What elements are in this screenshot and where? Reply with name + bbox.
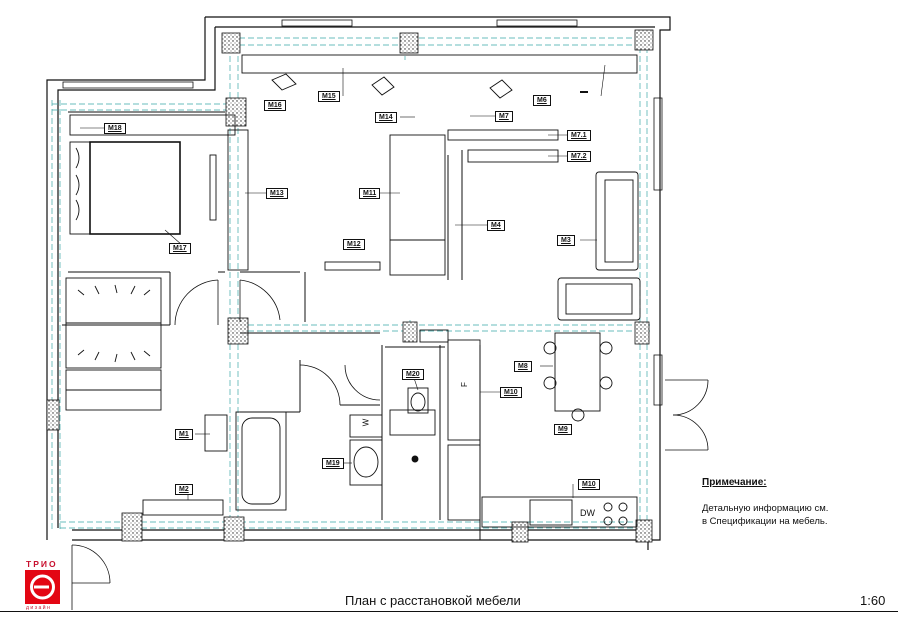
tag-m19: M19 [322,458,344,469]
tag-m11: M11 [359,188,381,199]
logo-mark [25,570,60,604]
tag-m18: M18 [104,123,126,134]
washer-label: W [361,418,371,427]
bathroom-fixtures [142,329,449,516]
outer-walls [46,16,671,550]
tag-m13: M13 [266,188,288,199]
tag-m7-1: M7.1 [567,130,591,141]
windows [62,19,663,406]
tag-m9: M9 [554,424,572,435]
tag-m10-kitchen: M10 [500,387,522,398]
logo-subtitle: дизайн [26,605,52,611]
tag-m4: M4 [487,220,505,231]
tag-m7-2: M7.2 [567,151,591,162]
tag-m8: M8 [514,361,532,372]
tag-m17: M17 [169,243,191,254]
tag-m6: M6 [533,95,551,106]
tag-m10-worktop: M10 [578,479,600,490]
tag-m14: M14 [375,112,397,123]
tag-m16: M16 [264,100,286,111]
tag-m3: M3 [557,235,575,246]
logo-name: ТРИО [26,559,58,569]
tag-m1: M1 [175,429,193,440]
sheet-scale: 1:60 [860,593,886,608]
sheet-title: План с расстановкой мебели [345,593,521,608]
dining-furniture [543,332,613,422]
title-rule [0,611,898,612]
fridge-label: F [459,382,469,387]
dishwasher-label: DW [580,508,595,518]
tag-m2: M2 [175,484,193,495]
tag-m5 [580,91,588,93]
note-body: Детальную информацию см. в Спецификации … [702,502,882,528]
columns [46,29,654,543]
note-line-2: в Спецификации на мебель. [702,516,828,527]
study-furniture [227,54,638,276]
bedroom-furniture [65,114,236,411]
tag-m20: M20 [402,369,424,380]
living-furniture [557,171,641,321]
tag-m7: M7 [495,111,513,122]
note-title: Примечание: [702,477,767,488]
note-line-1: Детальную информацию см. [702,503,829,514]
doors [71,279,709,610]
tag-m15: M15 [318,91,340,102]
kitchen-furniture [447,339,638,528]
tag-m12: M12 [343,239,365,250]
